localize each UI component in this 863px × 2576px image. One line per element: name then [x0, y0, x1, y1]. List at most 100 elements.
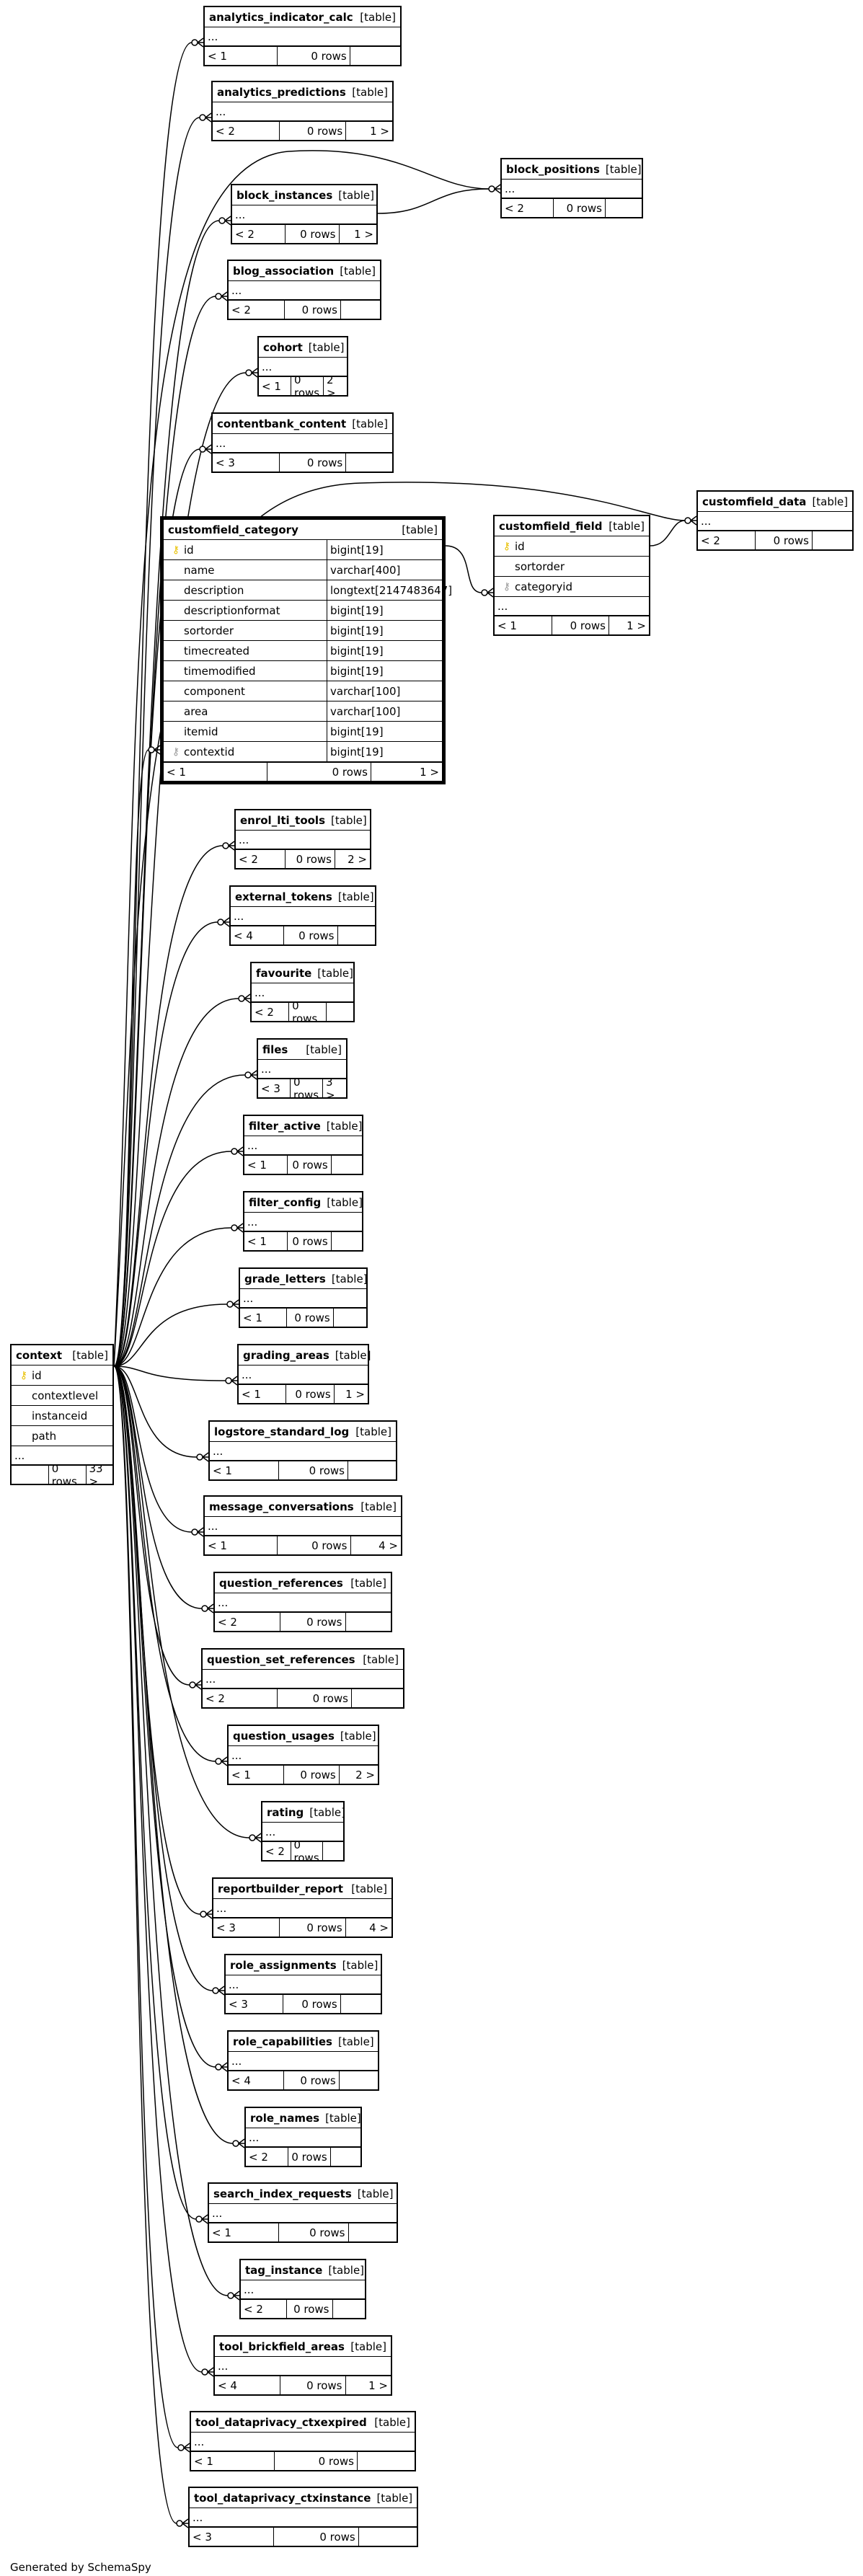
- table-name[interactable]: blog_association: [233, 264, 335, 278]
- table-name[interactable]: tag_instance: [245, 2263, 323, 2277]
- table-name[interactable]: external_tokens: [235, 890, 332, 903]
- column-row[interactable]: sortorder: [495, 557, 649, 577]
- table-name[interactable]: context: [16, 1348, 63, 1362]
- edge-context-to-contentbank-content: [113, 448, 200, 1367]
- table-name[interactable]: block_instances: [236, 188, 333, 202]
- more-columns-ellipsis: ...: [215, 1593, 391, 1612]
- edge-context-to-question-references: [113, 1366, 203, 1609]
- table-name[interactable]: question_references: [219, 1576, 343, 1590]
- table-name[interactable]: rating: [267, 1805, 304, 1819]
- table-name[interactable]: files: [262, 1043, 288, 1056]
- table-name[interactable]: contentbank_content: [217, 417, 347, 430]
- child-count: 1 >: [338, 225, 377, 243]
- column-name: timemodified: [184, 664, 256, 678]
- table-name[interactable]: search_index_requests: [213, 2187, 352, 2200]
- table-name[interactable]: analytics_predictions: [217, 85, 346, 99]
- table-name[interactable]: question_usages: [233, 1729, 335, 1743]
- column-row[interactable]: ⚷categoryid: [495, 577, 649, 597]
- table-name[interactable]: filter_config: [249, 1195, 322, 1209]
- table-name[interactable]: customfield_field: [499, 519, 603, 533]
- table-name[interactable]: favourite: [256, 966, 312, 980]
- table-type-label: [table]: [335, 1348, 371, 1362]
- table-name[interactable]: tool_dataprivacy_ctxexpired: [195, 2415, 367, 2429]
- table-tool-dataprivacy-ctxexpired[interactable]: tool_dataprivacy_ctxexpired[table]...< 1…: [190, 2411, 416, 2471]
- table-name[interactable]: tool_brickfield_areas: [219, 2340, 345, 2353]
- row-count: 0 rows: [291, 373, 323, 399]
- table-name[interactable]: customfield_category: [168, 523, 298, 536]
- row-count: 0 rows: [278, 2223, 348, 2241]
- column-row[interactable]: path: [12, 1426, 112, 1446]
- table-name[interactable]: role_assignments: [230, 1958, 337, 1972]
- parent-count: < 2: [205, 1691, 225, 1705]
- table-name[interactable]: logstore_standard_log: [214, 1425, 350, 1438]
- table-name[interactable]: question_set_references: [207, 1652, 355, 1666]
- table-name[interactable]: reportbuilder_report: [218, 1882, 343, 1895]
- more-columns-ellipsis: ...: [502, 180, 642, 198]
- column-row[interactable]: ⚷id: [495, 536, 649, 557]
- table-name[interactable]: filter_active: [249, 1119, 321, 1133]
- table-name[interactable]: grading_areas: [243, 1348, 329, 1362]
- table-name[interactable]: enrol_lti_tools: [240, 813, 326, 827]
- table-name[interactable]: message_conversations: [209, 1500, 354, 1513]
- table-name[interactable]: cohort: [263, 340, 303, 354]
- column-row[interactable]: instanceid: [12, 1406, 112, 1426]
- table-name[interactable]: role_names: [250, 2111, 320, 2125]
- child-count: [338, 2071, 378, 2089]
- column-row[interactable]: contextlevel: [12, 1386, 112, 1406]
- table-type-label: [table]: [360, 1500, 397, 1513]
- table-tool-dataprivacy-ctxinstance[interactable]: tool_dataprivacy_ctxinstance[table]...< …: [188, 2487, 418, 2547]
- table-name[interactable]: tool_dataprivacy_ctxinstance: [194, 2491, 371, 2505]
- more-columns-ellipsis: ...: [191, 2433, 415, 2451]
- column-type: longtext[2147483647]: [327, 580, 452, 600]
- table-name[interactable]: grade_letters: [244, 1272, 326, 1285]
- column-row[interactable]: ⚷id: [12, 1366, 112, 1386]
- table-name[interactable]: role_capabilities: [233, 2035, 332, 2048]
- table-name[interactable]: analytics_indicator_calc: [209, 10, 353, 24]
- table-name[interactable]: block_positions: [506, 162, 600, 176]
- table-name[interactable]: customfield_data: [702, 495, 807, 508]
